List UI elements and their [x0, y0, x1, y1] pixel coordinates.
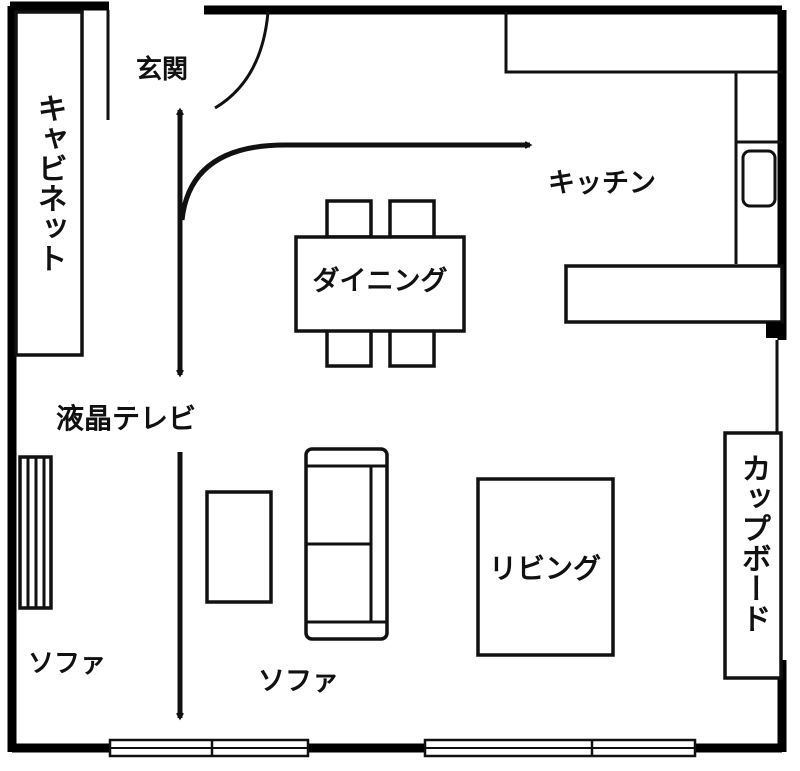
entrance-label: 玄関 — [136, 54, 188, 85]
cupboard-label: カップボード — [736, 453, 771, 633]
sofa-left-label: ソファ — [28, 649, 106, 679]
cupboard — [723, 431, 783, 680]
dining-set — [294, 199, 466, 368]
windows — [108, 738, 697, 758]
kitchen-counter — [504, 12, 784, 338]
kitchen-label: キッチン — [548, 168, 656, 199]
sofa-center-label: ソファ — [258, 666, 339, 697]
left-sofa — [18, 455, 53, 610]
tv-label: 液晶テレビ — [56, 402, 196, 435]
outer-walls — [7, 1, 787, 753]
kitchen-arrow — [179, 145, 530, 221]
coffee-table — [205, 490, 273, 604]
cabinet-label: キャビネット — [32, 93, 67, 273]
cabinet — [14, 10, 84, 357]
center-sofa — [304, 447, 389, 641]
living-label: リビング — [489, 552, 601, 585]
circulation-arrows — [180, 110, 530, 718]
living-rug — [476, 477, 615, 657]
entrance-door — [106, 10, 270, 120]
dining-label: ダイニング — [313, 265, 448, 297]
